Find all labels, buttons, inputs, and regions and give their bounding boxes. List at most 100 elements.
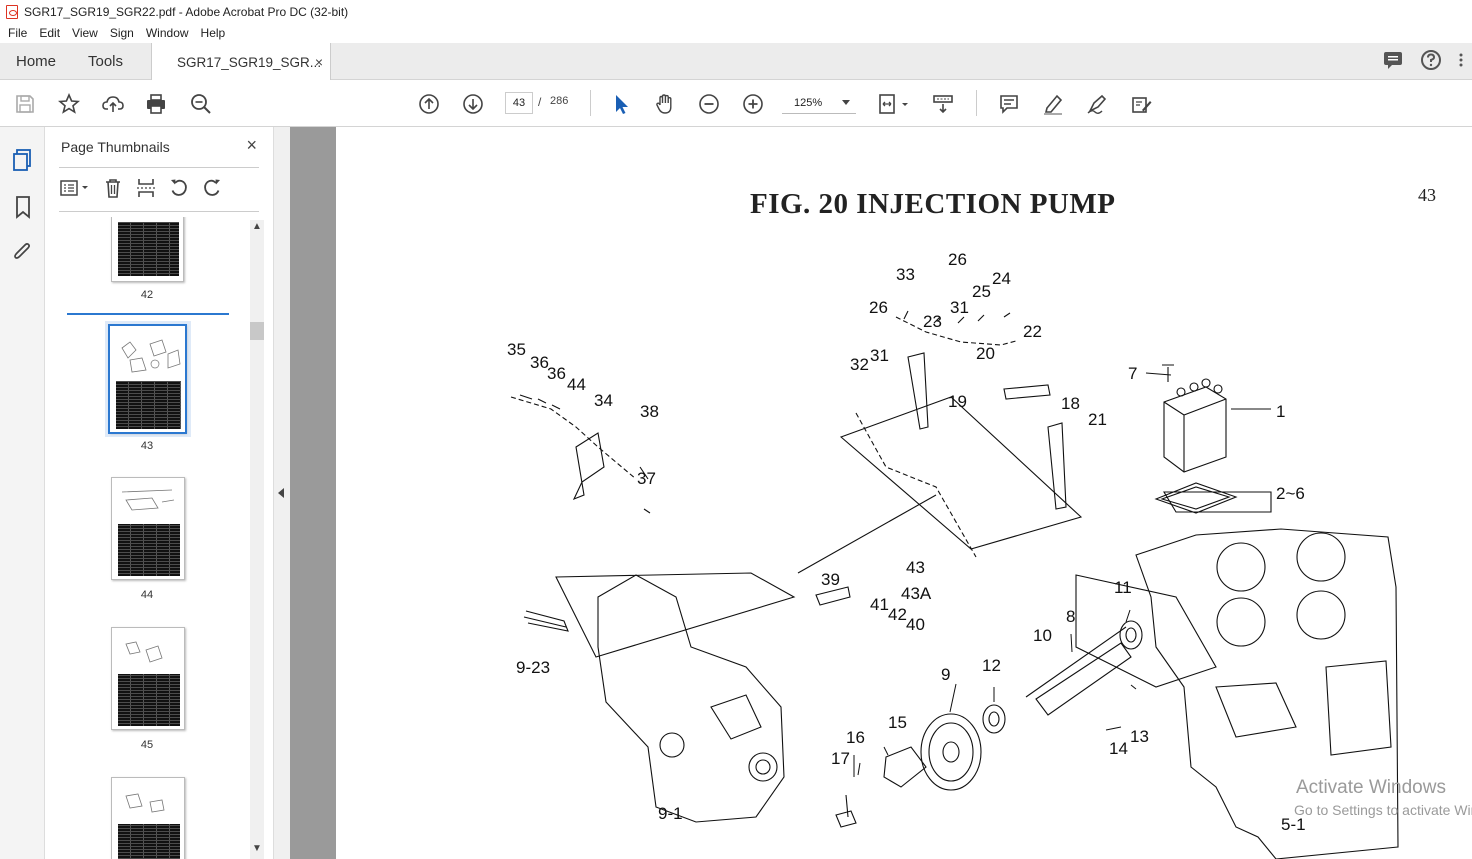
svg-text:26: 26 <box>869 298 888 317</box>
thumbnail-page-44[interactable] <box>111 477 185 580</box>
figure-title: FIG. 20 INJECTION PUMP <box>750 188 1116 220</box>
panel-divider <box>59 167 259 168</box>
bookmark-star-icon[interactable] <box>56 91 82 117</box>
hand-tool-icon[interactable] <box>652 91 678 117</box>
tab-bar: Home Tools SGR17_SGR19_SGR... × <box>0 43 1472 81</box>
thumbnail-label-44: 44 <box>140 589 154 601</box>
page-thumbnails-icon[interactable] <box>11 148 35 172</box>
tab-tools[interactable]: Tools <box>88 53 124 70</box>
svg-text:2~6: 2~6 <box>1276 484 1305 503</box>
svg-text:35: 35 <box>507 340 526 359</box>
svg-text:44: 44 <box>567 375 586 394</box>
main-toolbar: 43 / 286 125% <box>0 80 1472 127</box>
highlight-pen-icon[interactable] <box>1040 91 1066 117</box>
tab-document[interactable]: SGR17_SGR19_SGR... × <box>151 43 331 81</box>
draw-pen-icon[interactable] <box>1084 91 1110 117</box>
thumbnail-scrollbar-thumb[interactable] <box>250 322 264 340</box>
total-pages: 286 <box>550 95 569 107</box>
svg-text:26: 26 <box>948 250 967 269</box>
scroll-down-icon[interactable]: ▼ <box>252 843 262 854</box>
thumbnail-page-42[interactable] <box>111 217 184 282</box>
save-icon[interactable] <box>12 91 38 117</box>
select-cursor-icon[interactable] <box>608 91 634 117</box>
comment-bubble-icon[interactable] <box>1382 49 1404 74</box>
toolbar-divider <box>590 90 591 116</box>
more-options-icon[interactable] <box>1458 49 1464 74</box>
zoom-level-value: 125% <box>794 96 823 109</box>
thumbnail-options-icon[interactable] <box>59 178 91 201</box>
thumbnail-tools <box>59 177 223 202</box>
menu-edit[interactable]: Edit <box>39 26 61 40</box>
page-separator: / <box>538 95 542 109</box>
menu-sign[interactable]: Sign <box>109 26 134 40</box>
svg-text:9-23: 9-23 <box>516 658 550 677</box>
tab-close-icon[interactable]: × <box>314 54 323 70</box>
zoom-level-dropdown[interactable]: 125% <box>782 92 856 114</box>
svg-text:18: 18 <box>1061 394 1080 413</box>
svg-text:11: 11 <box>1114 578 1132 597</box>
page-number-label: 43 <box>1418 185 1436 205</box>
svg-text:39: 39 <box>821 570 840 589</box>
thumbnail-page-45[interactable] <box>111 627 185 730</box>
tab-home[interactable]: Home <box>16 53 57 70</box>
svg-text:14: 14 <box>1109 739 1128 758</box>
pdf-page[interactable]: FIG. 20 INJECTION PUMP 43 <box>336 127 1472 859</box>
exploded-parts-diagram: 1 2~6 7 8 9 9-1 9-23 10 11 12 13 14 15 1… <box>507 250 1399 859</box>
svg-text:9-1: 9-1 <box>658 804 683 823</box>
bookmarks-icon[interactable] <box>11 195 35 219</box>
previous-page-icon[interactable] <box>416 91 442 117</box>
scroll-up-icon[interactable]: ▲ <box>252 221 262 232</box>
svg-text:32: 32 <box>850 355 869 374</box>
zoom-out-icon[interactable] <box>696 91 722 117</box>
delete-page-icon[interactable] <box>102 177 124 202</box>
svg-text:42: 42 <box>888 605 907 624</box>
rotate-left-icon[interactable] <box>168 177 190 202</box>
svg-text:12: 12 <box>982 656 1001 675</box>
help-icon[interactable] <box>1420 49 1442 74</box>
menu-bar: File Edit View Sign Window Help <box>0 23 1472 43</box>
menu-help[interactable]: Help <box>200 26 226 40</box>
page-number-input[interactable]: 43 <box>505 92 533 114</box>
thumbnail-page-46[interactable] <box>111 777 185 859</box>
svg-text:17: 17 <box>831 749 850 768</box>
panel-title: Page Thumbnails <box>61 139 170 155</box>
svg-text:19: 19 <box>948 392 967 411</box>
tab-document-label: SGR17_SGR19_SGR... <box>177 54 322 70</box>
svg-text:31: 31 <box>870 346 889 365</box>
thumbnail-label-42: 42 <box>140 289 154 301</box>
svg-text:34: 34 <box>594 391 613 410</box>
close-icon[interactable]: × <box>246 135 257 155</box>
svg-text:36: 36 <box>530 353 549 372</box>
collapse-panel-handle[interactable] <box>273 127 290 859</box>
svg-text:37: 37 <box>637 469 656 488</box>
menu-window[interactable]: Window <box>145 26 189 40</box>
thumbnail-diagram-preview <box>125 793 165 813</box>
zoom-search-icon[interactable] <box>188 91 214 117</box>
next-page-icon[interactable] <box>460 91 486 117</box>
svg-text:24: 24 <box>992 269 1011 288</box>
svg-text:13: 13 <box>1130 727 1149 746</box>
thumbnail-page-43[interactable] <box>108 324 187 434</box>
svg-text:43A: 43A <box>901 584 932 603</box>
scroll-mode-icon[interactable] <box>930 91 956 117</box>
print-icon[interactable] <box>143 91 169 117</box>
zoom-in-icon[interactable] <box>740 91 766 117</box>
toolbar-divider <box>976 90 977 116</box>
thumbnail-label-45: 45 <box>140 739 154 751</box>
add-comment-icon[interactable] <box>996 91 1022 117</box>
svg-text:8: 8 <box>1066 607 1075 626</box>
menu-file[interactable]: File <box>8 26 28 40</box>
thumbnail-diagram-preview <box>121 339 181 373</box>
thumbnail-scrollbar[interactable] <box>250 220 264 859</box>
svg-text:1: 1 <box>1276 402 1285 421</box>
activate-windows-hint: Go to Settings to activate Windows. <box>1294 802 1472 818</box>
fill-sign-icon[interactable] <box>1128 91 1154 117</box>
upload-share-icon[interactable] <box>100 91 126 117</box>
attachments-icon[interactable] <box>11 240 35 264</box>
svg-text:10: 10 <box>1033 626 1052 645</box>
extract-pages-icon[interactable] <box>135 177 157 202</box>
menu-view[interactable]: View <box>72 26 98 40</box>
svg-text:16: 16 <box>846 728 865 747</box>
page-fit-icon[interactable] <box>876 91 912 117</box>
rotate-right-icon[interactable] <box>201 177 223 202</box>
